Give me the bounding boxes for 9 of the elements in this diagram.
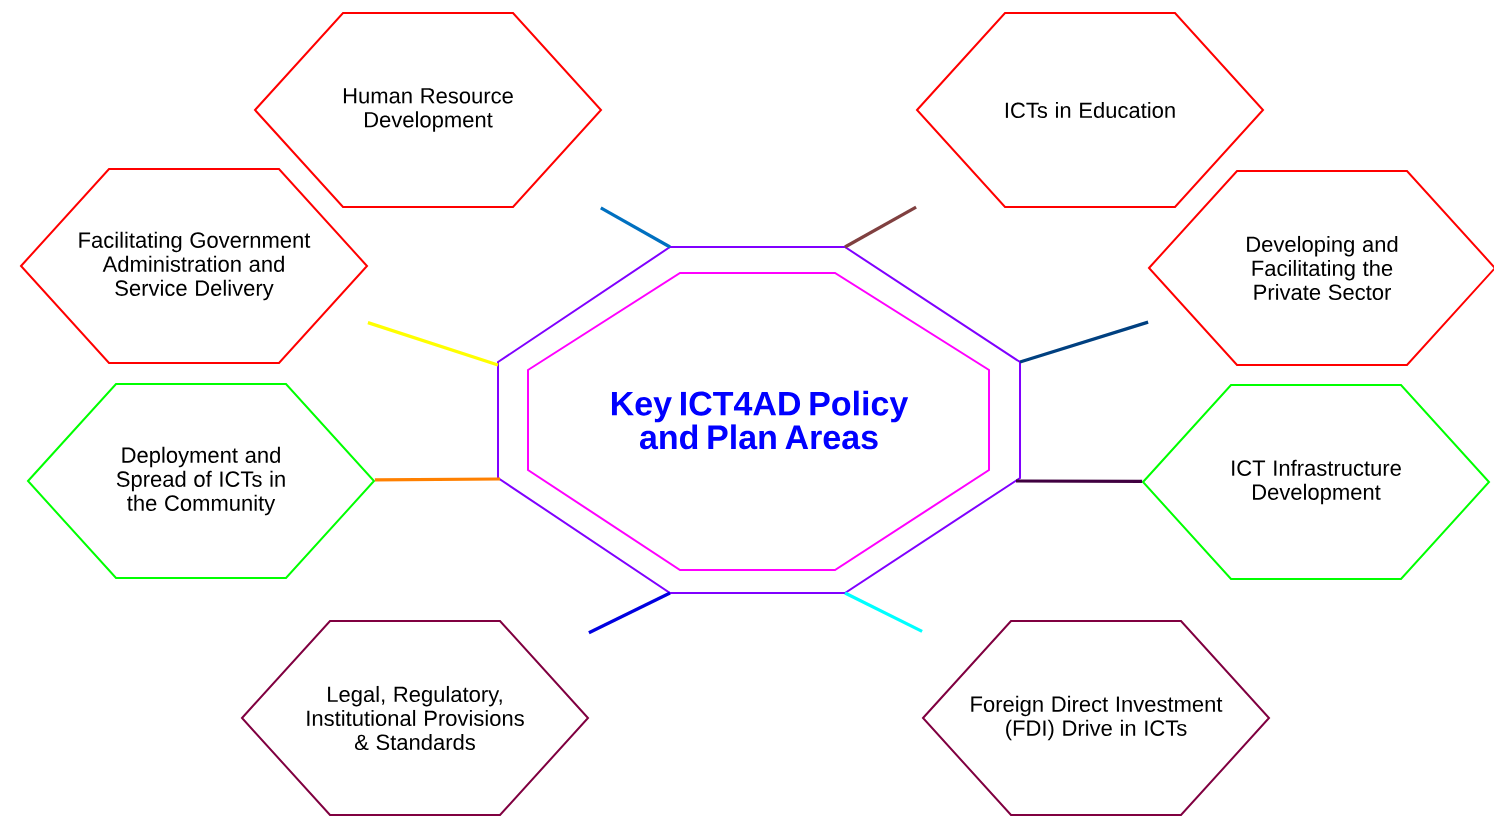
connector-line	[1016, 479, 1143, 484]
connector-line	[844, 205, 917, 249]
octagon-box: Key ICT4AD Policy and Plan Areas	[497, 246, 1021, 594]
connector-line	[844, 591, 923, 633]
connector-line	[1019, 320, 1149, 364]
connector-line	[367, 321, 499, 367]
connector-line	[600, 206, 671, 249]
connector-line	[374, 477, 501, 482]
connector-line	[588, 591, 671, 635]
